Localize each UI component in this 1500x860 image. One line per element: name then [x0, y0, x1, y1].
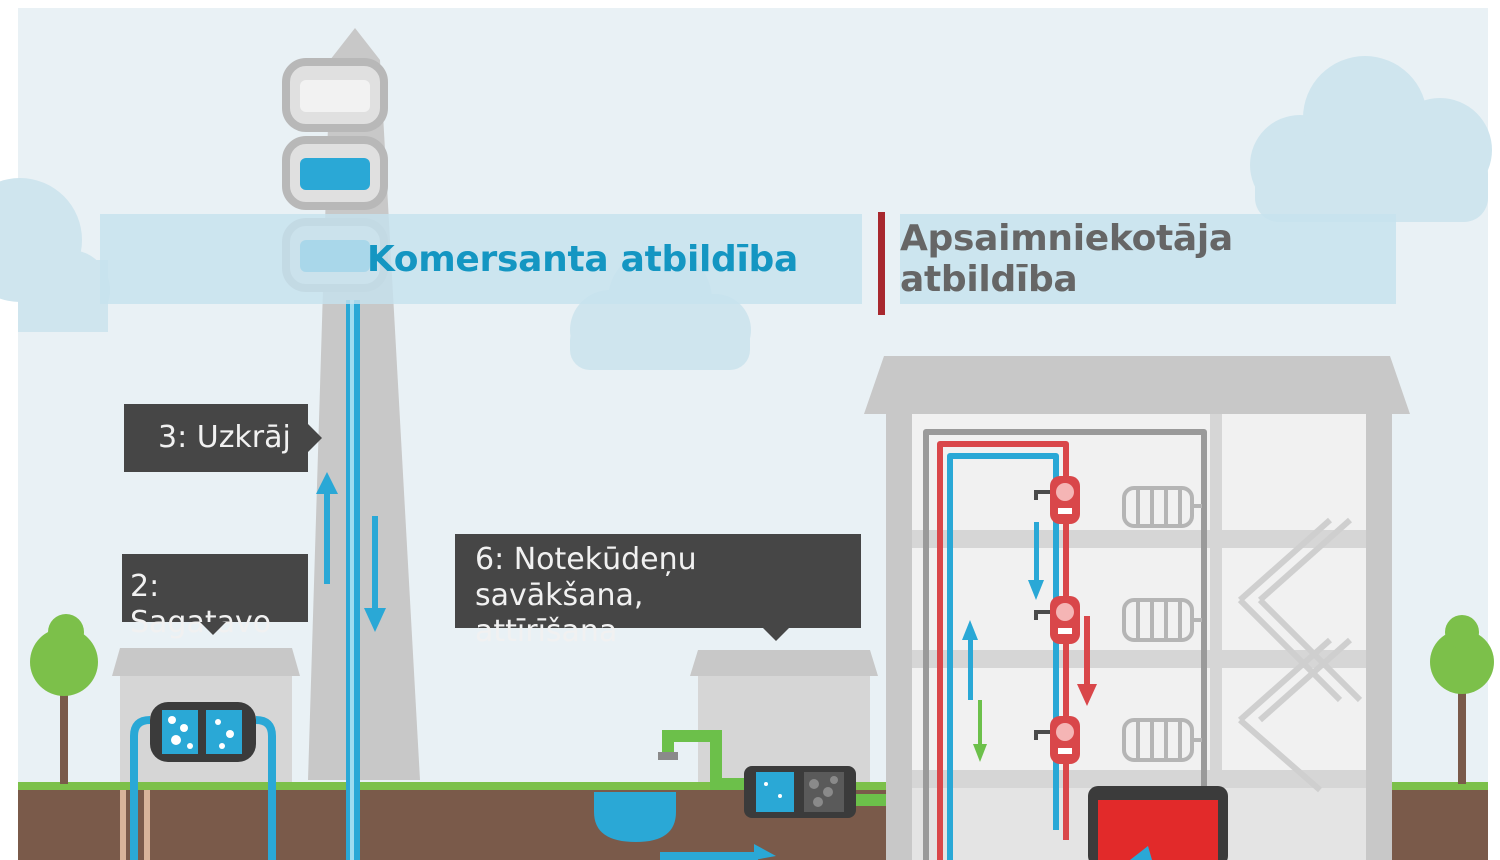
callout-step-6-label: 6: Notekūdeņu savākšana, attīrīšana [475, 542, 697, 649]
flow-arrow-icon [973, 700, 987, 762]
banner-right-title: Apsaimniekotāja atbildība [900, 218, 1233, 300]
tree-icon [1430, 615, 1494, 784]
filter-unit-icon [150, 702, 256, 762]
banner-merchant-responsibility: Komersanta atbildība [100, 214, 862, 304]
radiator-icon [1122, 718, 1202, 762]
waste-outlet [658, 752, 678, 760]
callout-step-3-label: 3: Uzkrāj [158, 420, 291, 455]
radiator-icon [1122, 598, 1202, 642]
flow-arrow-icon [1077, 616, 1097, 706]
cloud-icon [1250, 56, 1492, 222]
flow-arrow-icon [364, 516, 386, 632]
callout-step-2: 2: Sagatavo [122, 554, 308, 640]
boiler-icon [1088, 786, 1228, 860]
cloud-icon [0, 178, 110, 332]
heat-meter-icon [1050, 596, 1080, 644]
staircase-icon [1237, 517, 1363, 793]
radiator-icon [1122, 486, 1202, 528]
flow-arrow-icon [660, 844, 776, 860]
heat-meter-icon [1050, 716, 1080, 764]
basin [594, 792, 676, 842]
banner-left-title: Komersanta atbildība [366, 238, 798, 280]
callout-step-3: 3: Uzkrāj [124, 404, 322, 472]
callout-step-6: 6: Notekūdeņu savākšana, attīrīšana [455, 534, 861, 649]
callout-step-2-label: 2: Sagatavo [130, 569, 272, 640]
tap-icon [1034, 490, 1050, 740]
tree-icon [30, 614, 98, 784]
treatment-unit-icon [744, 766, 856, 818]
treatment-building [690, 650, 878, 782]
flow-arrow-icon [962, 620, 978, 700]
heat-meter-icon [1050, 476, 1080, 524]
flow-arrow-icon [316, 472, 338, 584]
flow-arrow-icon [1028, 522, 1044, 600]
banner-divider [878, 212, 885, 315]
banner-manager-responsibility: Apsaimniekotāja atbildība [900, 214, 1396, 304]
